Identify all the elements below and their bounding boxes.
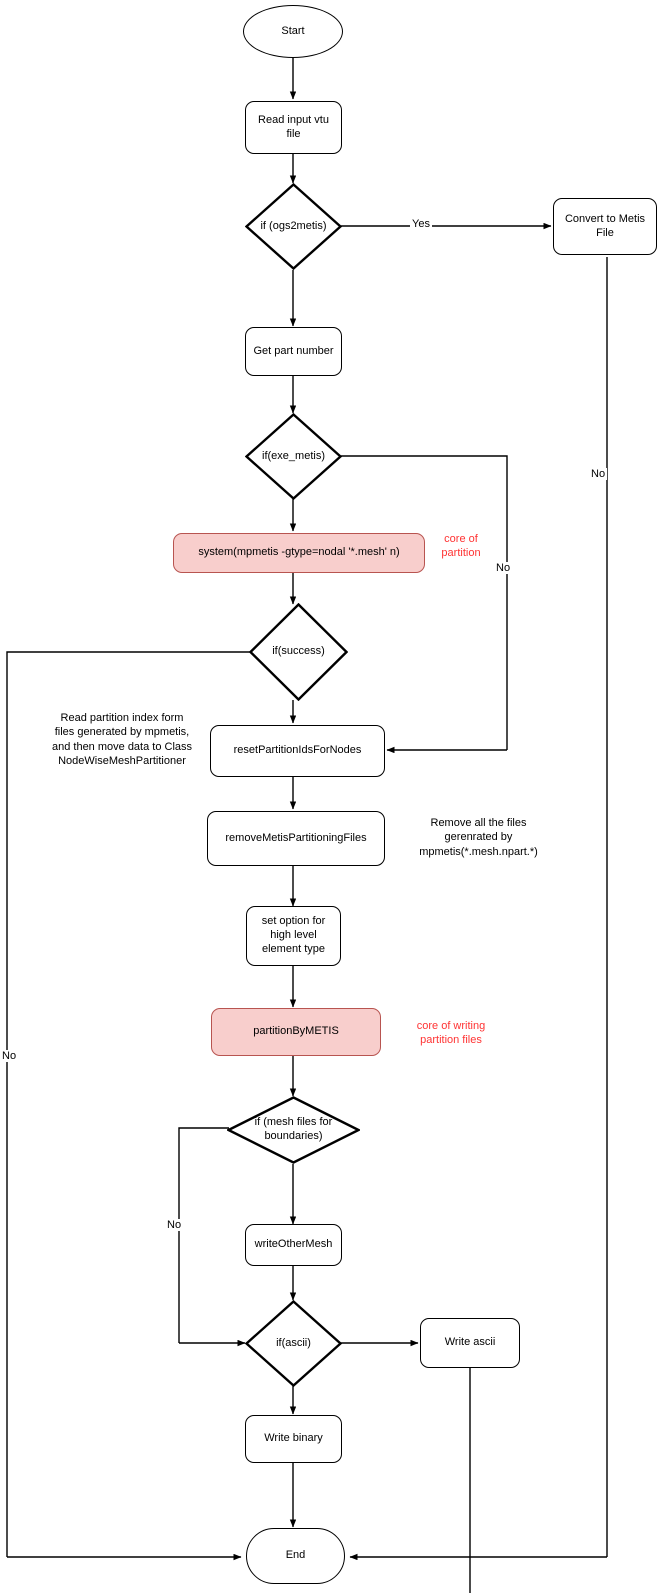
node-write-ascii-label: Write ascii — [444, 1336, 496, 1349]
node-if-exe-metis-label: if(exe_metis) — [262, 449, 325, 462]
node-set-option-high-level-element-type[interactable]: set option for high level element type — [246, 906, 341, 966]
diamond-shape — [245, 413, 342, 500]
node-if-success-label: if(success) — [272, 645, 325, 658]
node-get-part-number[interactable]: Get part number — [245, 327, 342, 376]
node-if-ogs2metis[interactable]: if (ogs2metis) — [245, 183, 342, 270]
edge-label-mesh-files-no: No — [165, 1219, 184, 1231]
node-write-binary[interactable]: Write binary — [245, 1415, 342, 1463]
node-get-part-number-label: Get part number — [253, 344, 334, 357]
diamond-shape — [227, 1096, 360, 1164]
edge-label-ogs2metis-no: No — [589, 468, 608, 480]
node-if-mesh-files-for-boundaries-label: if (mesh files for boundaries) — [254, 1116, 333, 1142]
node-if-mesh-files-for-boundaries[interactable]: if (mesh files for boundaries) — [227, 1096, 360, 1164]
node-write-ascii[interactable]: Write ascii — [420, 1318, 520, 1368]
edge-label-ogs2metis-yes: Yes — [410, 218, 432, 230]
node-if-ogs2metis-label: if (ogs2metis) — [260, 219, 327, 232]
node-write-other-mesh-label: writeOtherMesh — [254, 1238, 333, 1251]
node-if-success[interactable]: if(success) — [249, 603, 348, 701]
edge-label-exe-metis-no: No — [494, 562, 513, 574]
node-remove-metis-partitioning-files[interactable]: removeMetisPartitioningFiles — [207, 811, 385, 866]
note-core-of-writing-partition-files: core of writing partition files — [416, 1020, 486, 1047]
node-system-mpmetis[interactable]: system(mpmetis -gtype=nodal '*.mesh' n) — [173, 533, 425, 573]
node-convert-to-metis-file-label: Convert to Metis File — [564, 212, 646, 239]
node-write-other-mesh[interactable]: writeOtherMesh — [245, 1224, 342, 1266]
node-if-ascii[interactable]: if(ascii) — [245, 1300, 342, 1387]
node-partition-by-metis[interactable]: partitionByMETIS — [211, 1008, 381, 1056]
node-reset-partition-ids-for-nodes-label: resetPartitionIdsForNodes — [233, 744, 362, 757]
node-system-mpmetis-label: system(mpmetis -gtype=nodal '*.mesh' n) — [198, 546, 400, 559]
node-end[interactable]: End — [246, 1528, 345, 1584]
diamond-shape — [245, 1300, 342, 1387]
node-write-binary-label: Write binary — [264, 1432, 323, 1445]
node-set-option-high-level-element-type-label: set option for high level element type — [261, 915, 326, 955]
diamond-shape — [245, 183, 342, 270]
diamond-shape — [249, 603, 348, 701]
note-read-partition-index: Read partition index form files generate… — [51, 712, 193, 767]
note-core-of-partition: core of partition — [441, 533, 481, 560]
node-end-label: End — [285, 1549, 306, 1562]
node-start[interactable]: Start — [243, 5, 343, 58]
edge-label-success-no: No — [0, 1050, 19, 1062]
node-if-ascii-label: if(ascii) — [276, 1336, 311, 1349]
node-convert-to-metis-file[interactable]: Convert to Metis File — [553, 198, 657, 255]
note-remove-all-files: Remove all the files gerenrated by mpmet… — [419, 817, 538, 858]
node-start-label: Start — [281, 24, 305, 37]
node-partition-by-metis-label: partitionByMETIS — [253, 1025, 339, 1038]
node-read-input-vtu-file-label: Read input vtu file — [258, 113, 329, 140]
node-reset-partition-ids-for-nodes[interactable]: resetPartitionIdsForNodes — [210, 725, 385, 777]
node-remove-metis-partitioning-files-label: removeMetisPartitioningFiles — [225, 831, 367, 844]
node-read-input-vtu-file[interactable]: Read input vtu file — [245, 101, 342, 154]
node-if-exe-metis[interactable]: if(exe_metis) — [245, 413, 342, 500]
